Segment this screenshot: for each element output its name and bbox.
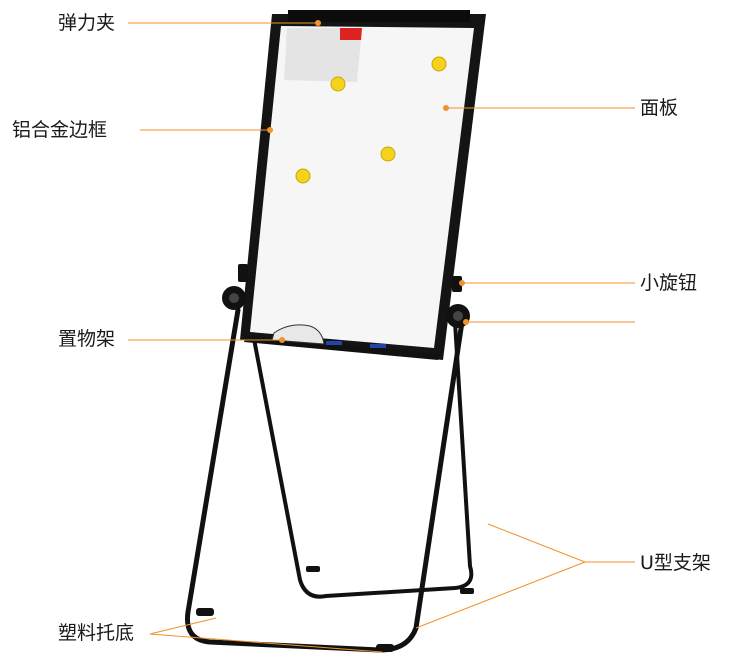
spring-clip (288, 10, 470, 22)
callouts (128, 22, 635, 653)
magnet-icon (380, 146, 396, 162)
u-stand (184, 307, 474, 653)
marker-icon (326, 341, 342, 345)
board-panel (250, 26, 474, 348)
callout-dots (267, 20, 469, 343)
label-knob: 小旋钮 (640, 272, 698, 294)
label-panel: 面板 (640, 97, 679, 119)
whiteboard (240, 10, 486, 360)
magnet-icon (330, 76, 346, 92)
label-spring-clip: 弹力夹 (58, 12, 116, 34)
magnet-icon (295, 168, 311, 184)
label-base: 塑料托底 (58, 622, 135, 644)
eraser-icon (271, 324, 325, 345)
label-tray: 置物架 (58, 328, 116, 350)
label-u-stand: U型支架 (640, 552, 711, 574)
product-sheet (284, 28, 362, 82)
label-frame: 铝合金边框 (12, 119, 108, 141)
u-stand-front (184, 307, 465, 653)
marker-icon (370, 344, 386, 348)
magnet-icon (431, 56, 447, 72)
u-stand-back (248, 316, 474, 599)
